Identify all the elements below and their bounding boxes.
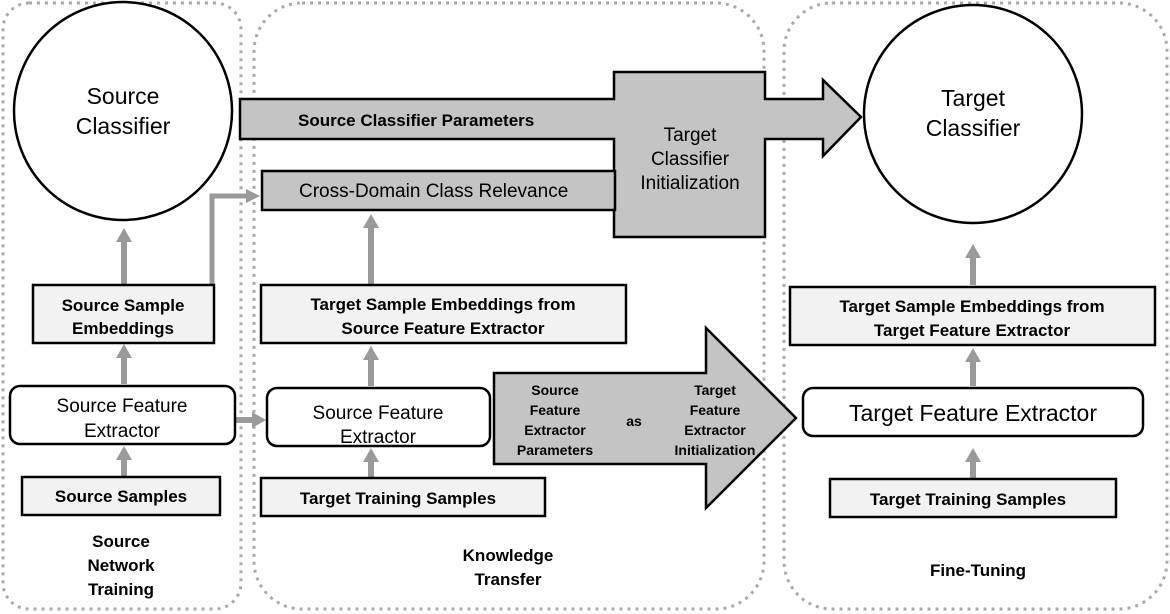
panel-fine-tuning: [782, 1, 1169, 611]
classifier-transfer-arrow: [238, 70, 863, 239]
source-sample-embeddings-box: [31, 283, 216, 345]
source-samples-label: Source Samples: [55, 487, 187, 506]
fine-tuning-training-samples-box: [828, 477, 1118, 519]
panel-source-network-training: [1, 1, 243, 611]
fe-as-label: as: [626, 413, 642, 429]
target-embeddings-target-fe-label: Target Sample Embeddings from: [839, 297, 1104, 316]
section-label-fine-tuning: Fine-Tuning: [930, 561, 1026, 580]
section-label-source-training: Network: [87, 556, 155, 575]
connector-arrows: [116, 189, 981, 478]
transfer-source-feature-extractor-label: Source Feature: [313, 403, 444, 424]
target-feature-extractor-box: [801, 386, 1145, 438]
target-classifier-label: Classifier: [926, 115, 1021, 141]
classifier-initialization-label: Classifier: [651, 149, 730, 170]
panel-knowledge-transfer: [252, 1, 766, 611]
fe-parameters-label: Source: [531, 382, 579, 398]
fe-parameters-label: Parameters: [517, 442, 593, 458]
fe-initialization-label: Feature: [690, 402, 741, 418]
class-relevance-label: Cross-Domain Class Relevance: [299, 181, 568, 202]
target-classifier-circle: [862, 3, 1084, 225]
source-feature-extractor-label: Extractor: [84, 421, 161, 442]
source-classifier-label: Source: [87, 83, 160, 109]
section-label-source-training: Source: [92, 532, 150, 551]
target-embeddings-source-fe-label: Target Sample Embeddings from: [310, 295, 575, 314]
section-label-source-training: Training: [88, 580, 154, 599]
fe-initialization-label: Target: [694, 382, 736, 398]
classifier-initialization-label: Target: [664, 125, 718, 146]
source-feature-extractor-label: Source Feature: [57, 396, 188, 417]
transfer-source-feature-extractor-box: [265, 386, 492, 448]
fe-initialization-label: Extractor: [684, 422, 746, 438]
target-embeddings-target-fe-box: [788, 285, 1157, 347]
source-classifier-label: Classifier: [76, 113, 171, 139]
source-sample-embeddings-label: Embeddings: [72, 319, 174, 338]
section-label-knowledge-transfer: Transfer: [474, 570, 541, 589]
target-feature-extractor-label: Target Feature Extractor: [849, 400, 1097, 426]
feature-extractor-transfer-arrow: [492, 324, 798, 512]
fe-initialization-label: Initialization: [675, 442, 756, 458]
transfer-target-training-samples-label: Target Training Samples: [300, 489, 496, 508]
source-sample-embeddings-label: Source Sample: [62, 296, 185, 315]
fe-parameters-label: Extractor: [524, 422, 586, 438]
target-embeddings-source-fe-label: Source Feature Extractor: [341, 319, 545, 338]
target-classifier-label: Target: [941, 85, 1006, 111]
classifier-parameters-label: Source Classifier Parameters: [298, 111, 534, 130]
fine-tuning-training-samples-label: Target Training Samples: [870, 490, 1066, 509]
transfer-source-feature-extractor-label: Extractor: [340, 427, 417, 448]
target-embeddings-source-fe-box: [259, 283, 628, 345]
source-samples-box: [20, 475, 222, 517]
class-relevance-box: [260, 169, 617, 212]
section-label-knowledge-transfer: Knowledge: [463, 546, 554, 565]
fe-parameters-label: Feature: [530, 402, 581, 418]
transfer-target-training-samples-box: [259, 476, 547, 518]
source-feature-extractor-box: [8, 384, 237, 446]
source-classifier-circle: [12, 0, 234, 222]
classifier-initialization-label: Initialization: [640, 173, 739, 194]
target-embeddings-target-fe-label: Target Feature Extractor: [874, 321, 1071, 340]
